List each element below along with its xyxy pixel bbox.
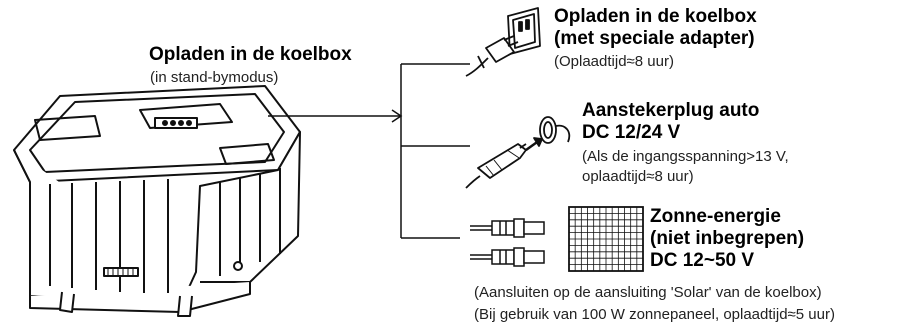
option-car-note-2: oplaadtijd≈8 uur) bbox=[582, 168, 694, 185]
option-solar-note-2: (Bij gebruik van 100 W zonnepaneel, opla… bbox=[474, 306, 835, 323]
option-car-note-1: (Als de ingangsspanning>13 V, bbox=[582, 148, 789, 165]
option-solar-title-2: (niet inbegrepen) bbox=[650, 228, 805, 249]
option-wall-title-2: (met speciale adapter) bbox=[554, 28, 755, 49]
connector-lines bbox=[268, 63, 470, 239]
main-title: Opladen in de koelbox bbox=[149, 44, 352, 65]
cooler-box-icon bbox=[13, 85, 301, 317]
main-subtitle: (in stand-bymodus) bbox=[150, 69, 279, 86]
option-wall-title-1: Opladen in de koelbox bbox=[554, 6, 757, 27]
solar-connector-icon bbox=[470, 218, 545, 267]
option-wall-note: (Oplaadtijd≈8 uur) bbox=[554, 53, 674, 70]
option-solar-title-1: Zonne-energie bbox=[650, 206, 781, 227]
wall-plug-icon bbox=[465, 7, 541, 77]
option-car-title-1: Aanstekerplug auto bbox=[582, 100, 760, 121]
car-plug-icon bbox=[465, 116, 571, 189]
option-solar-note-1: (Aansluiten op de aansluiting 'Solar' va… bbox=[474, 284, 822, 301]
option-solar-title-3: DC 12~50 V bbox=[650, 250, 755, 271]
option-car-title-2: DC 12/24 V bbox=[582, 122, 681, 143]
solar-panel-icon bbox=[568, 206, 644, 272]
